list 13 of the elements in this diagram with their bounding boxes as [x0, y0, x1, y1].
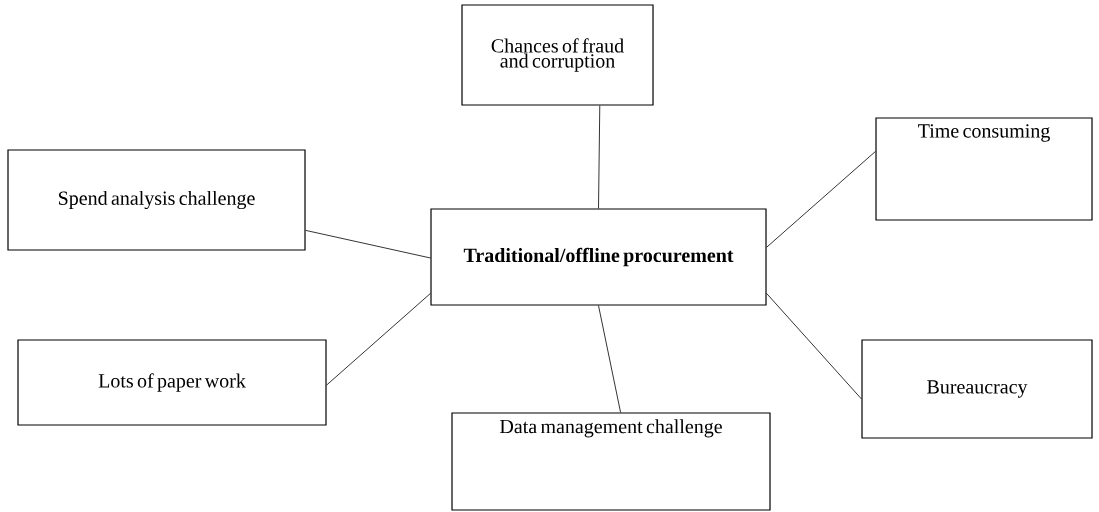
text-box: Spend analysis challenge — [7, 149, 306, 251]
text-box: Traditional/offline procurement — [430, 208, 767, 306]
text-box: Bureaucracy — [861, 339, 1093, 439]
text-box: Data management challenge — [451, 412, 771, 511]
connector-line — [766, 151, 876, 248]
text-box: Lots of paper work — [17, 339, 327, 426]
text-box: Chances of fraud and corruption — [461, 4, 654, 106]
connector-line — [598, 105, 601, 209]
connector-line — [598, 305, 621, 413]
connector-line — [305, 229, 431, 259]
connector-line — [326, 293, 431, 386]
connector-line — [766, 293, 862, 400]
text-box: Time consuming — [875, 117, 1093, 221]
